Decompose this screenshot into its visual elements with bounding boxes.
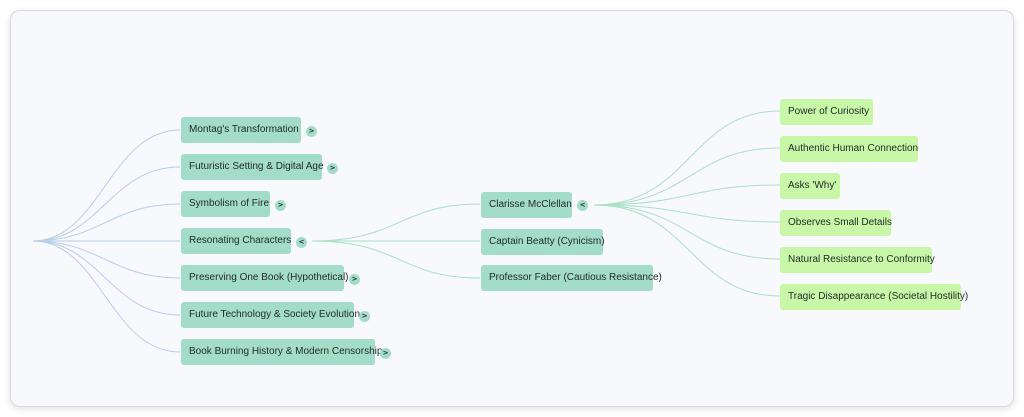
link-root-branch-1 — [32, 129, 181, 242]
branch-futuristic-setting[interactable]: Futuristic Setting & Digital Age — [181, 154, 324, 180]
trait-asks-why[interactable]: Asks 'Why' — [780, 173, 840, 199]
expand-toggle-icon[interactable]: > — [306, 126, 317, 137]
trait-authentic-human-connection[interactable]: Authentic Human Connection — [780, 136, 918, 162]
link-root-branch-6 — [32, 240, 181, 316]
link-root-branch-5 — [32, 240, 181, 279]
branch-book-burning-history[interactable]: Book Burning History & Modern Censorship — [181, 339, 382, 365]
branch-symbolism-of-fire[interactable]: Symbolism of Fire — [181, 191, 270, 217]
collapse-toggle-icon[interactable]: < — [577, 200, 588, 211]
branch-resonating-characters[interactable]: Resonating Characters — [181, 228, 291, 254]
link-clarisse-trait-3 — [593, 184, 781, 206]
expand-toggle-icon[interactable]: > — [275, 200, 286, 211]
link-characters-faber — [311, 240, 481, 279]
expand-toggle-icon[interactable]: > — [380, 348, 391, 359]
expand-toggle-icon[interactable]: > — [327, 163, 338, 174]
trait-natural-resistance[interactable]: Natural Resistance to Conformity — [780, 247, 935, 273]
trait-power-of-curiosity[interactable]: Power of Curiosity — [780, 99, 873, 125]
branch-future-technology[interactable]: Future Technology & Society Evolution — [181, 302, 360, 328]
branch-preserving-one-book[interactable]: Preserving One Book (Hypothetical) — [181, 265, 349, 291]
link-root-branch-7 — [32, 240, 181, 353]
link-clarisse-trait-2 — [593, 147, 781, 206]
link-root-branch-3 — [32, 203, 181, 242]
trait-observes-small-details[interactable]: Observes Small Details — [780, 210, 892, 236]
link-clarisse-trait-6 — [593, 204, 781, 297]
link-clarisse-trait-4 — [593, 204, 781, 223]
character-captain-beatty[interactable]: Captain Beatty (Cynicism) — [481, 229, 605, 255]
link-characters-clarisse — [311, 203, 481, 242]
expand-toggle-icon[interactable]: > — [359, 311, 370, 322]
link-root-branch-2 — [32, 166, 181, 242]
expand-toggle-icon[interactable]: > — [349, 274, 360, 285]
character-clarisse-mcclellan[interactable]: Clarisse McClellan — [481, 192, 572, 218]
branch-montags-transformation[interactable]: Montag's Transformation — [181, 117, 301, 143]
link-clarisse-trait-5 — [593, 204, 781, 260]
link-clarisse-trait-1 — [593, 110, 781, 206]
collapse-toggle-icon[interactable]: < — [296, 237, 307, 248]
trait-tragic-disappearance[interactable]: Tragic Disappearance (Societal Hostility… — [780, 284, 968, 310]
character-professor-faber[interactable]: Professor Faber (Cautious Resistance) — [481, 265, 662, 291]
